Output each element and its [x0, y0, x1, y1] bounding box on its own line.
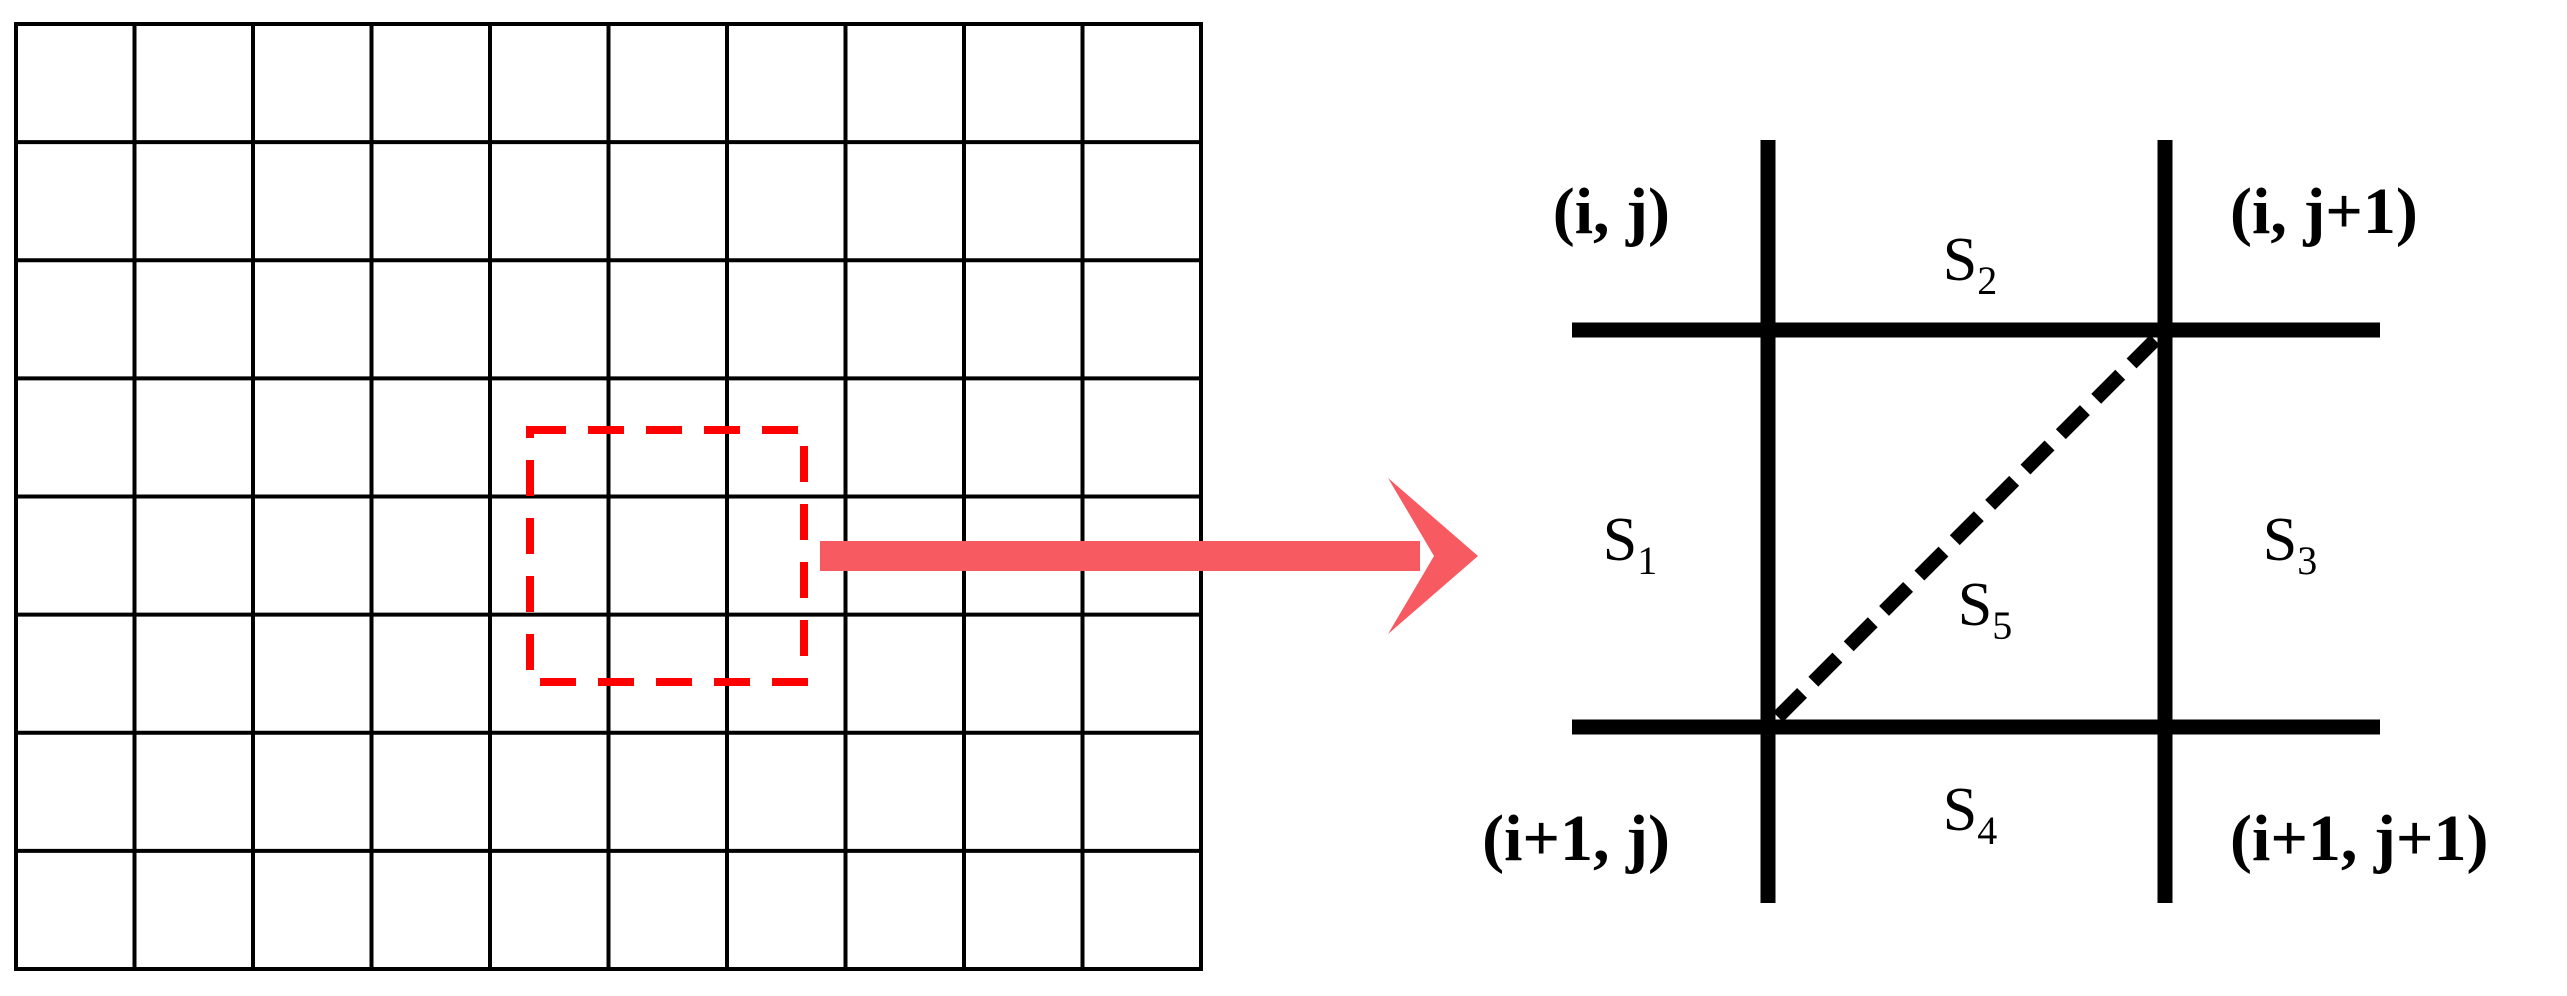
stencil-diagonal — [1773, 335, 2160, 722]
node-label-bottom-left: (i+1, j) — [1482, 802, 1670, 875]
node-label-top-right: (i, j+1) — [2230, 175, 2418, 248]
region-label-s1: S1 — [1603, 506, 1657, 583]
region-label-s5: S5 — [1958, 571, 2012, 648]
zoom-arrow-head — [1388, 478, 1478, 634]
highlighted-cell-box — [526, 426, 808, 686]
node-label-top-left: (i, j) — [1553, 175, 1670, 248]
region-label-s3: S3 — [2263, 506, 2317, 583]
node-label-bottom-right: (i+1, j+1) — [2230, 802, 2489, 875]
stencil-detail — [1572, 140, 2380, 903]
zoom-arrow — [820, 478, 1478, 634]
region-label-s4: S4 — [1943, 776, 1997, 853]
region-label-s2: S2 — [1943, 226, 1997, 303]
mesh-grid — [14, 22, 1203, 971]
zoom-arrow-shaft — [820, 541, 1420, 571]
